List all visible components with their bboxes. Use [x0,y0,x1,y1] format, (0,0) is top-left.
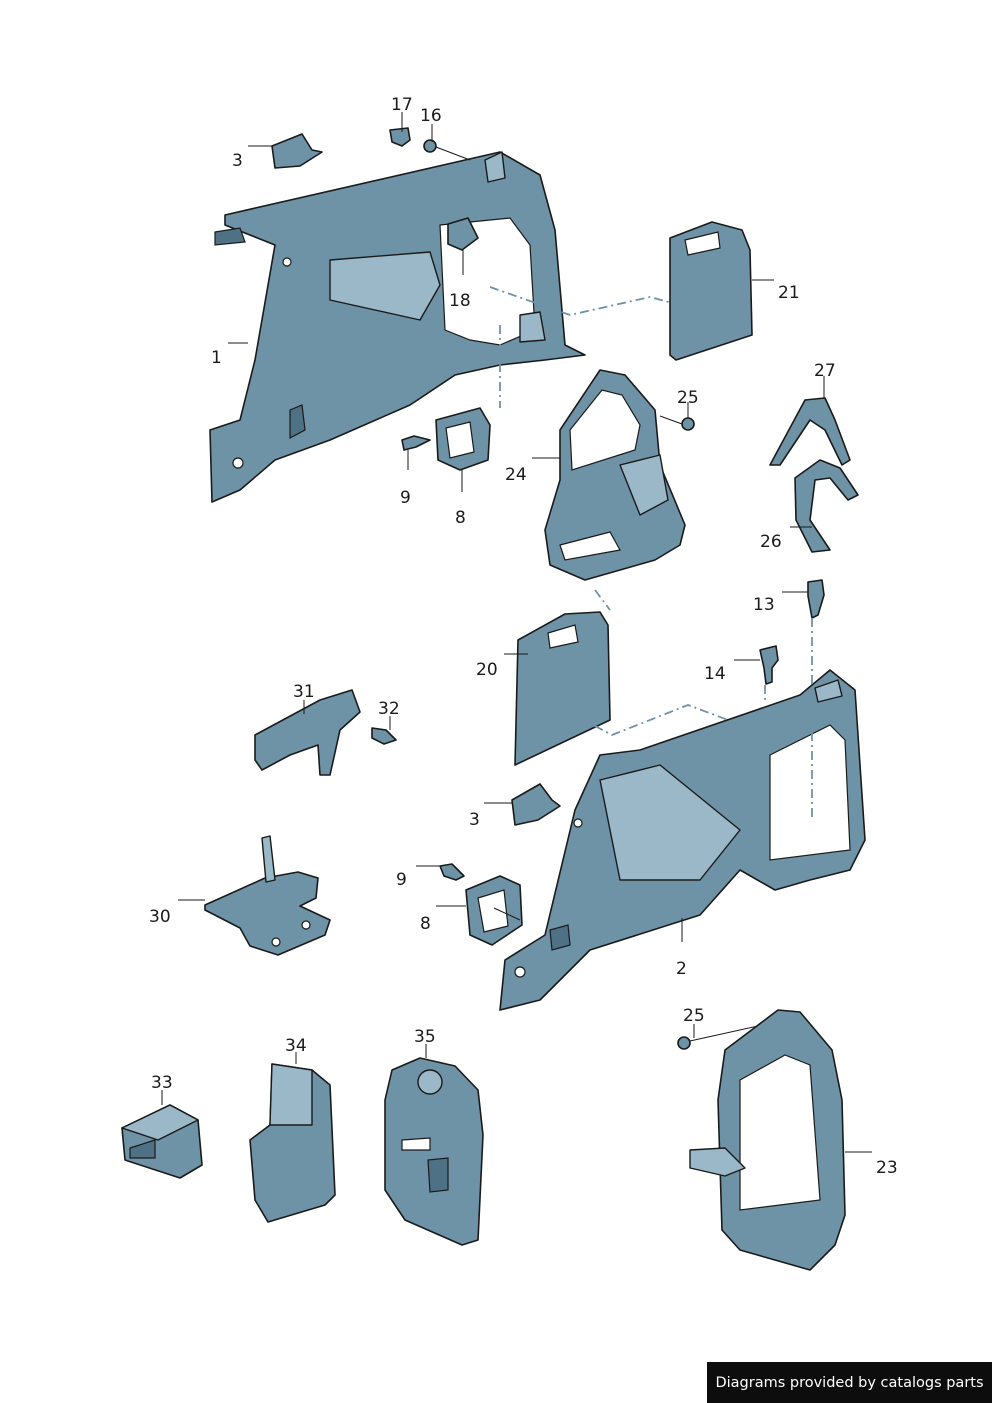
callout-18: 18 [449,291,471,311]
callout-32: 32 [378,699,400,719]
callout-31: 31 [293,682,315,702]
part-31-bracket [254,689,361,776]
callout-9-upper: 9 [400,488,411,508]
callout-27: 27 [814,361,836,381]
part-8-handle-upper [435,407,491,471]
callout-2: 2 [676,959,687,979]
callout-labels: 17 16 3 18 21 1 27 25 9 8 24 26 13 20 14… [149,95,898,1178]
part-9-screw-lower [439,863,465,881]
callout-8-lower: 8 [420,914,431,934]
callout-26: 26 [760,532,782,552]
part-33-block [121,1104,203,1179]
callout-33: 33 [151,1073,173,1093]
part-23-box-bracket [689,1009,846,1271]
part-30-plate [204,835,331,956]
part-32-screw [371,727,397,745]
part-35-insert [384,1057,484,1246]
part-21-cover [669,221,753,361]
part-34-block [249,1063,336,1223]
callout-8-upper: 8 [455,508,466,528]
callout-23: 23 [876,1158,898,1178]
part-14-clip [759,645,779,685]
part-26-strap [794,459,859,553]
callout-21: 21 [778,283,800,303]
callout-14: 14 [704,664,726,684]
part-25-screw-upper [659,415,695,431]
callout-30: 30 [149,907,171,927]
callout-24: 24 [505,465,527,485]
part-8-handle-lower [465,875,523,946]
part-20-cover [514,611,611,766]
callout-16: 16 [420,106,442,126]
part-2-right-side-trim [499,669,866,1011]
part-16-screw [423,139,471,161]
callout-35: 35 [414,1027,436,1047]
part-13-screw [807,579,825,619]
callout-3-upper: 3 [232,151,243,171]
callout-25-upper: 25 [677,388,699,408]
callout-17: 17 [391,95,413,115]
part-17-clip [389,127,411,147]
callout-3-lower: 3 [469,810,480,830]
part-3-bracket-lower [511,783,561,826]
callout-9-lower: 9 [396,870,407,890]
callout-25-lower: 25 [683,1006,705,1026]
part-3-bracket-upper [271,133,323,169]
leader-lines [161,112,872,1153]
callout-20: 20 [476,660,498,680]
part-1-left-side-trim [209,151,586,503]
part-9-screw-upper [401,435,431,451]
callout-34: 34 [285,1036,307,1056]
assembly-lines [489,286,813,921]
credit-banner: Diagrams provided by catalogs parts [707,1362,992,1403]
part-24-bracket [544,369,686,581]
part-18-grommet [447,217,479,251]
callout-13: 13 [753,595,775,615]
callout-1: 1 [211,348,222,368]
part-27-strap [769,397,851,466]
